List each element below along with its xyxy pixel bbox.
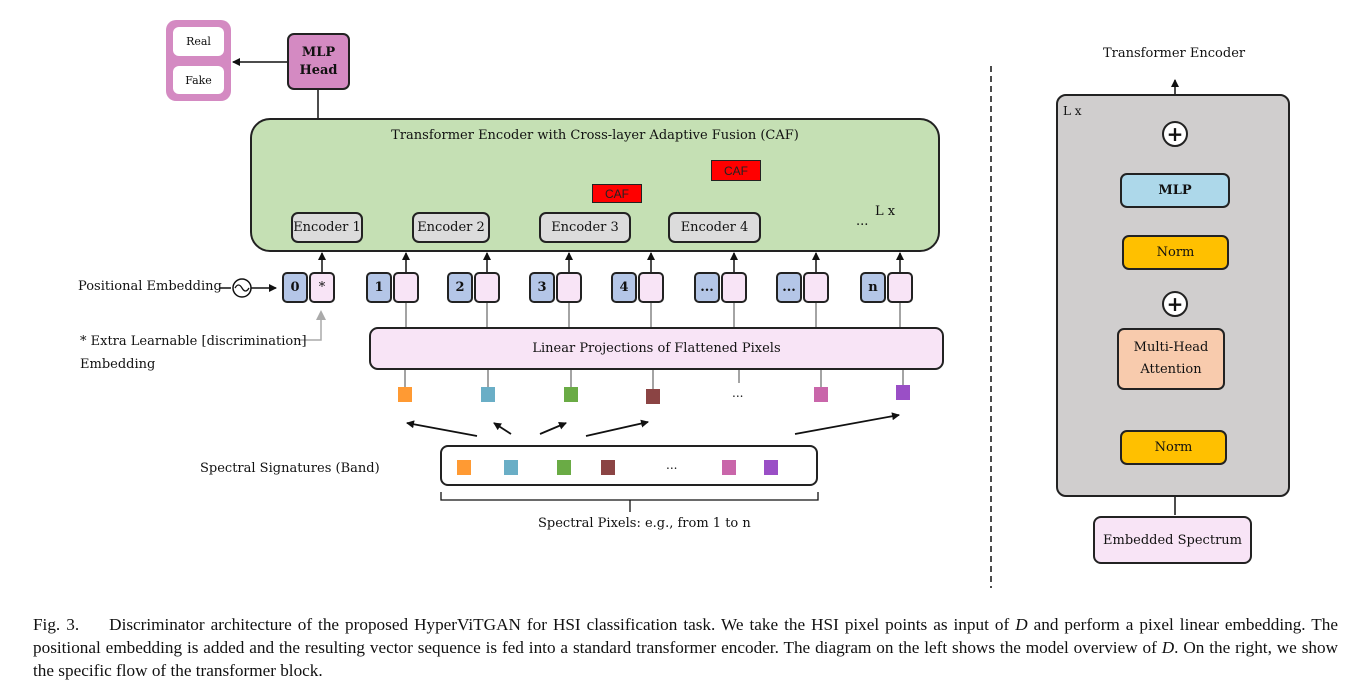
- extra-learnable-label: * Extra Learnable [discrimination] Embed…: [80, 330, 307, 376]
- caption-text-2: and perform a pixel linear embedding. Th…: [33, 615, 1339, 657]
- caf-block-1: CAF: [592, 184, 642, 203]
- band-square: [814, 387, 828, 402]
- fake-label: Fake: [173, 66, 224, 94]
- figure-caption: Fig. 3. Discriminator architecture of th…: [33, 613, 1338, 682]
- figure-label: Fig. 3.: [33, 615, 80, 634]
- band-square: [646, 389, 660, 404]
- position-token: 2: [447, 272, 473, 303]
- signature-square: [457, 460, 471, 475]
- encoder-1: Encoder 1: [291, 212, 363, 243]
- signature-ellipsis: ...: [666, 458, 678, 472]
- position-token: n: [860, 272, 886, 303]
- extra-learnable-line1: * Extra Learnable [discrimination]: [80, 334, 307, 349]
- caption-symbol-d: D: [1015, 615, 1028, 634]
- encoder-ellipsis: ...: [856, 214, 869, 229]
- position-token: 3: [529, 272, 555, 303]
- add-node-bottom: +: [1162, 291, 1188, 317]
- embedding-token: [803, 272, 829, 303]
- embedding-token: [721, 272, 747, 303]
- embedding-token: *: [309, 272, 335, 303]
- position-token: ...: [776, 272, 802, 303]
- embedding-token: [393, 272, 419, 303]
- signature-square: [557, 460, 571, 475]
- attention-line1: Multi-Head: [1133, 340, 1209, 355]
- caption-symbol-d: D: [1161, 638, 1175, 657]
- norm-block-top: Norm: [1122, 235, 1229, 270]
- band-ellipsis: ...: [732, 386, 744, 400]
- embedding-token: [474, 272, 500, 303]
- band-square: [896, 385, 910, 400]
- position-token: 4: [611, 272, 637, 303]
- band-square: [481, 387, 495, 402]
- add-node-top: +: [1162, 121, 1188, 147]
- linear-projection-box: Linear Projections of Flattened Pixels: [369, 327, 944, 370]
- caption-text-1: Discriminator architecture of the propos…: [109, 615, 1016, 634]
- block-repeat-label: L x: [1063, 104, 1082, 118]
- position-token: 1: [366, 272, 392, 303]
- norm-block-bottom: Norm: [1120, 430, 1227, 465]
- signature-square: [601, 460, 615, 475]
- transformer-encoder-title: Transformer Encoder: [1103, 46, 1246, 61]
- spectral-signatures-label: Spectral Signatures (Band): [200, 461, 380, 476]
- output-classes-box: Real Fake: [166, 20, 231, 101]
- spectral-pixels-label: Spectral Pixels: e.g., from 1 to n: [538, 516, 751, 531]
- embedded-spectrum-box: Embedded Spectrum: [1093, 516, 1252, 564]
- extra-learnable-line2: Embedding: [80, 357, 156, 372]
- mlp-head-line2: Head: [299, 62, 338, 78]
- mlp-head-line1: MLP: [301, 44, 336, 60]
- band-square: [398, 387, 412, 402]
- positional-embedding-label: Positional Embedding: [78, 279, 222, 294]
- signature-square: [504, 460, 518, 475]
- encoder-panel-title: Transformer Encoder with Cross-layer Ada…: [391, 128, 799, 143]
- encoder-2: Encoder 2: [412, 212, 490, 243]
- encoder-repeat-label: L x: [875, 204, 896, 219]
- mlp-block: MLP: [1120, 173, 1230, 208]
- position-token: 0: [282, 272, 308, 303]
- signature-square: [722, 460, 736, 475]
- position-token: ...: [694, 272, 720, 303]
- caption-text-3: . On the right, we show the specific flo…: [33, 638, 1338, 680]
- spectral-signature-box: [440, 445, 818, 486]
- signature-square: [764, 460, 778, 475]
- attention-line2: Attention: [1140, 362, 1202, 377]
- embedding-token: [887, 272, 913, 303]
- encoder-4: Encoder 4: [668, 212, 761, 243]
- caf-block-2: CAF: [711, 160, 761, 181]
- embedding-token: [638, 272, 664, 303]
- real-label: Real: [173, 27, 224, 56]
- mlp-head-box: MLP Head: [287, 33, 350, 90]
- embedding-token: [556, 272, 582, 303]
- band-square: [564, 387, 578, 402]
- multi-head-attention-block: Multi-Head Attention: [1117, 328, 1225, 390]
- encoder-3: Encoder 3: [539, 212, 631, 243]
